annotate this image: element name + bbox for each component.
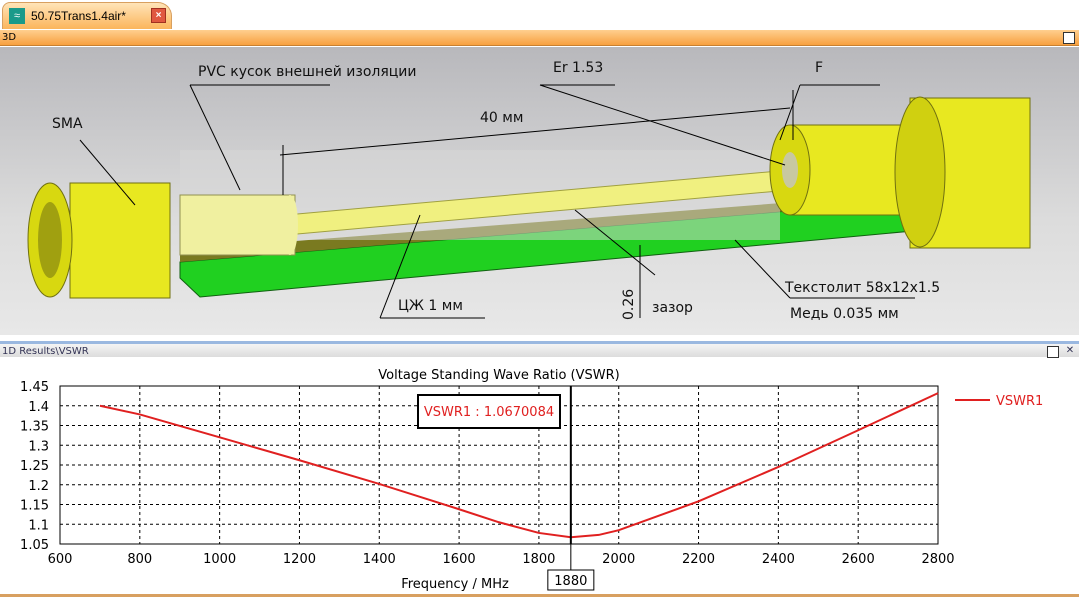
label-f: F	[815, 60, 823, 76]
x-tick-label: 2800	[921, 552, 954, 567]
y-tick-label: 1.1	[28, 518, 49, 533]
x-tick-label: 1000	[203, 552, 236, 567]
label-length: 40 мм	[480, 110, 523, 126]
tab-title: 50.75Trans1.4air*	[31, 9, 126, 23]
label-core: ЦЖ 1 мм	[398, 298, 463, 314]
y-tick-label: 1.15	[20, 499, 49, 514]
y-tick-label: 1.2	[28, 479, 49, 494]
x-tick-label: 1400	[363, 552, 396, 567]
tab-project[interactable]: ≈ 50.75Trans1.4air* ×	[2, 2, 172, 29]
x-tick-label: 2000	[602, 552, 635, 567]
label-er: Er 1.53	[553, 60, 603, 76]
maximize-icon[interactable]	[1063, 32, 1075, 44]
y-tick-label: 1.45	[20, 380, 49, 395]
chart-title: Voltage Standing Wave Ratio (VSWR)	[378, 368, 619, 383]
x-tick-label: 2600	[842, 552, 875, 567]
panel-3d-title: 3D	[2, 32, 17, 43]
x-tick-label: 1800	[522, 552, 555, 567]
y-tick-label: 1.3	[28, 439, 49, 454]
marker-readout: VSWR1 : 1.0670084	[424, 405, 554, 420]
marker-x-box	[547, 569, 595, 591]
legend-label: VSWR1	[996, 394, 1043, 409]
label-board: Текстолит 58x12x1.5	[784, 280, 940, 296]
x-tick-label: 2400	[762, 552, 795, 567]
close-tab-button[interactable]: ×	[151, 8, 166, 23]
y-tick-label: 1.35	[20, 420, 49, 435]
y-tick-label: 1.25	[20, 459, 49, 474]
3d-view[interactable]: PVC кусок внешней изоляции Er 1.53 F SMA…	[0, 47, 1079, 335]
tab-bar: ≈ 50.75Trans1.4air* ×	[0, 0, 1079, 29]
label-gap: зазор	[652, 300, 693, 316]
annotation-lines	[79, 84, 915, 319]
close-icon[interactable]: ✕	[1065, 345, 1075, 356]
y-tick-label: 1.4	[28, 400, 49, 415]
vswr-chart: Voltage Standing Wave Ratio (VSWR) 600 800…	[0, 358, 1079, 594]
x-tick-label: 800	[127, 552, 152, 567]
x-tick-label: 1200	[283, 552, 316, 567]
marker-x-label: 1880	[554, 574, 587, 589]
plot-frame	[59, 385, 939, 545]
label-pvc: PVC кусок внешней изоляции	[198, 64, 417, 80]
panel-1d-title: 1D Results\VSWR	[2, 346, 89, 357]
x-tick-label: 2200	[682, 552, 715, 567]
x-tick-label: 1600	[443, 552, 476, 567]
label-sma: SMA	[52, 116, 83, 132]
panel-3d-header: 3D	[0, 30, 1079, 46]
x-axis-label: Frequency / MHz	[401, 577, 509, 592]
status-border	[0, 594, 1079, 597]
panel-1d-header: 1D Results\VSWR ✕	[0, 341, 1079, 358]
project-icon: ≈	[9, 8, 25, 24]
model	[27, 96, 1031, 299]
series-line-VSWR1	[99, 392, 939, 539]
label-copper: Медь 0.035 мм	[790, 306, 899, 322]
x-tick-label: 600	[48, 552, 73, 567]
marker-readout-box	[417, 394, 561, 429]
label-gap-value: 0.26	[621, 289, 637, 320]
y-tick-label: 1.05	[20, 538, 49, 553]
maximize-icon[interactable]	[1047, 346, 1059, 358]
